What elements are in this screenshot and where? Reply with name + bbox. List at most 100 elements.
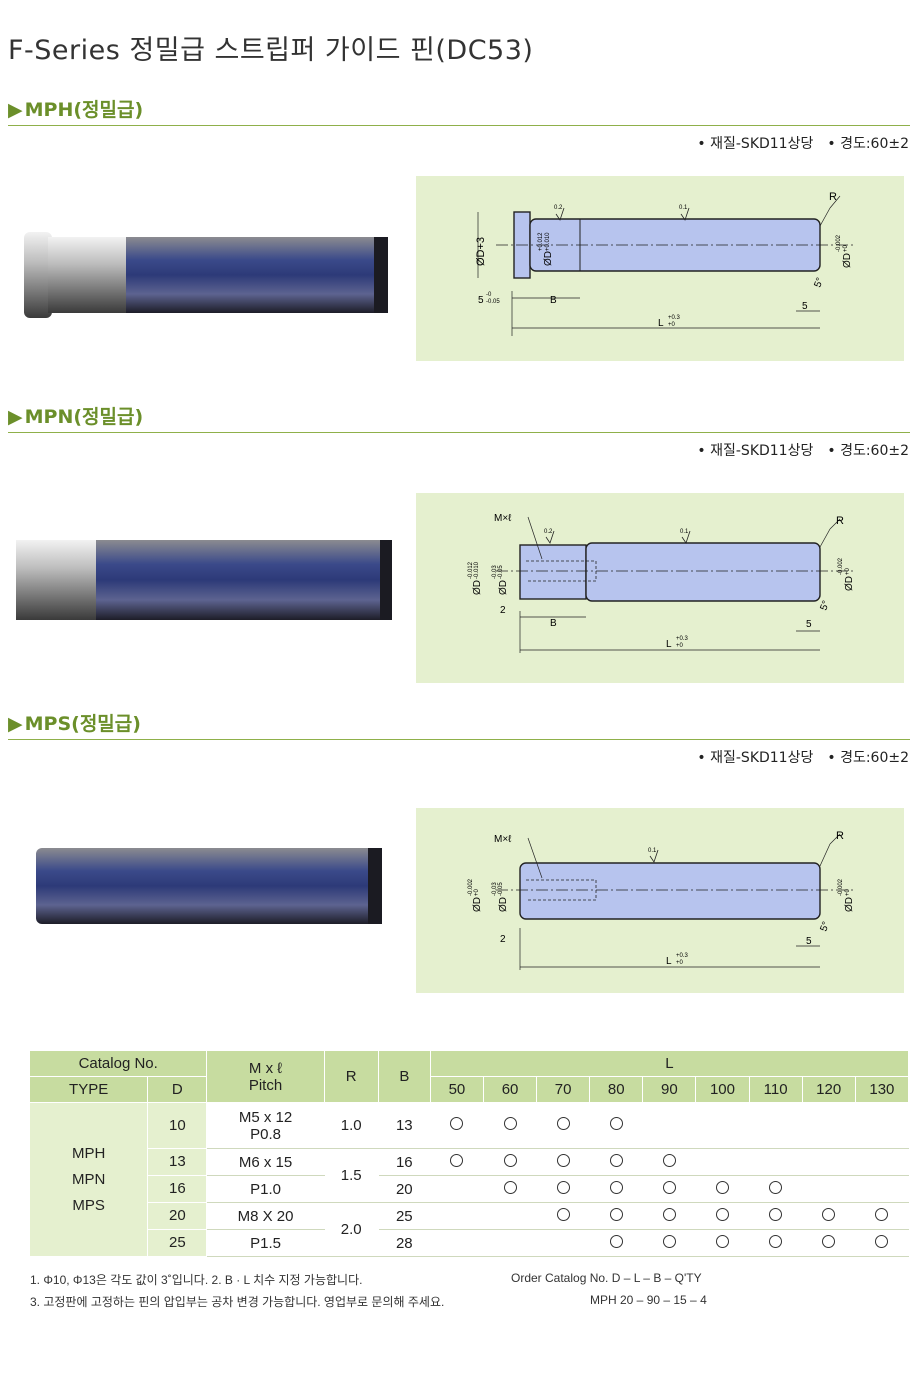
header-l-value: 90 [642, 1076, 697, 1103]
r-cell: 1.0 [323, 1102, 379, 1149]
r-cell: 2.0 [323, 1202, 379, 1257]
availability-cell [801, 1202, 856, 1230]
dim-label: -0.002 [468, 878, 474, 896]
note-line-2: 3. 고정판에 고정하는 핀의 압입부는 공차 변경 가능합니다. 영업부로 문… [30, 1295, 445, 1309]
available-mark-icon [556, 1180, 570, 1194]
dim-label: L [658, 318, 664, 329]
b-cell: 25 [377, 1202, 431, 1230]
dim-label: 0.1 [679, 205, 688, 211]
d-cell: 25 [147, 1229, 208, 1257]
availability-cell [695, 1229, 750, 1257]
dim-label: +0.012 [538, 232, 544, 251]
dim-label: +0 [668, 322, 676, 328]
dim-label: ØD [472, 580, 483, 595]
section-title-mph: ▶MPH(정밀급) [8, 99, 144, 121]
available-mark-icon [503, 1117, 517, 1130]
availability-cell [482, 1148, 538, 1176]
availability-cell [854, 1202, 910, 1230]
section-title-mps: ▶MPS(정밀급) [8, 713, 141, 735]
dim-label: 5 [806, 619, 812, 630]
availability-cell [642, 1202, 697, 1230]
header-l-value: 130 [854, 1076, 910, 1103]
dim-label: +0.3 [668, 315, 681, 321]
available-mark-icon [822, 1207, 836, 1221]
available-mark-icon [662, 1234, 676, 1248]
availability-cell [748, 1148, 803, 1176]
triangle-icon: ▶ [8, 406, 23, 428]
availability-cell [642, 1102, 697, 1149]
dim-label: ØD+3 [475, 237, 487, 266]
mxl-cell: P1.0 [206, 1175, 325, 1203]
dim-label: +0.3 [676, 636, 689, 642]
available-mark-icon [556, 1153, 570, 1167]
availability-cell [536, 1229, 591, 1257]
d-cell: 10 [147, 1102, 208, 1149]
type-name: MPH [71, 1144, 106, 1162]
availability-cell [695, 1148, 750, 1176]
dim-label: +0 [676, 643, 684, 649]
mpn-technical-drawing: M×ℓ ØD -0.012 -0.010 ØD -0.03 -0.05 R ØD… [416, 493, 904, 683]
availability-cell [642, 1229, 697, 1257]
availability-cell [429, 1175, 484, 1203]
availability-cell [801, 1175, 856, 1203]
dim-label: ØD [844, 897, 855, 912]
mxl-cell: P1.5 [206, 1229, 325, 1257]
mxl-cell: M6 x 15 [206, 1148, 325, 1176]
available-mark-icon [609, 1180, 623, 1194]
table-row: 25 P1.5 28 [30, 1229, 910, 1257]
available-mark-icon [715, 1207, 729, 1221]
availability-cell [589, 1229, 644, 1257]
table-row: 16 P1.0 20 [30, 1175, 910, 1203]
mxl-cell: M8 X 20 [206, 1202, 325, 1230]
header-catalog: Catalog No. [28, 1050, 208, 1077]
available-mark-icon [609, 1234, 623, 1248]
spec-line-mps: • 재질-SKD11상당• 경도:60±2 [697, 750, 909, 766]
dim-label: -0.002 [838, 557, 844, 575]
type-name: MPN [71, 1170, 106, 1188]
available-mark-icon [556, 1117, 570, 1130]
header-l-value: 50 [429, 1076, 484, 1103]
dim-label: -0.05 [486, 299, 500, 305]
available-mark-icon [769, 1180, 783, 1194]
available-mark-icon [875, 1234, 889, 1248]
availability-cell [589, 1102, 644, 1149]
dim-label: -0.012 [468, 561, 474, 579]
available-mark-icon [609, 1207, 623, 1221]
dim-label: L [666, 639, 672, 650]
mpn-pin-photo [16, 540, 392, 620]
availability-cell [642, 1175, 697, 1203]
availability-cell [854, 1148, 910, 1176]
page-title: F-Series 정밀급 스트립퍼 가이드 핀(DC53) [8, 35, 534, 66]
dim-label: ØD [498, 897, 509, 912]
dim-label: +0 [474, 888, 480, 896]
mps-pin-photo [36, 848, 382, 924]
dim-label: -0 [486, 292, 492, 298]
d-cell: 16 [147, 1175, 208, 1203]
dim-label: 0.2 [554, 205, 563, 211]
dim-label: -0.010 [474, 561, 480, 579]
availability-cell [589, 1175, 644, 1203]
available-mark-icon [715, 1180, 729, 1194]
availability-cell [748, 1175, 803, 1203]
note-line-1: 1. Φ10, Φ13은 각도 값이 3˚입니다. 2. B · L 치수 지정… [30, 1273, 363, 1287]
dim-label: 5 [806, 936, 812, 947]
availability-cell [748, 1229, 803, 1257]
availability-cell [854, 1175, 910, 1203]
available-mark-icon [769, 1207, 783, 1221]
available-mark-icon [662, 1207, 676, 1221]
triangle-icon: ▶ [8, 99, 23, 121]
mps-technical-drawing: M×ℓ ØD -0.002 +0 ØD -0.03 -0.05 R ØD -0.… [416, 808, 904, 993]
availability-cell [482, 1202, 538, 1230]
availability-cell [429, 1229, 484, 1257]
header-l-value: 110 [748, 1076, 803, 1103]
available-mark-icon [503, 1153, 517, 1167]
available-mark-icon [609, 1117, 623, 1130]
available-mark-icon [769, 1234, 783, 1248]
header-b: B [377, 1050, 431, 1103]
header-l-value: 100 [695, 1076, 750, 1103]
dim-label: 0.2 [544, 529, 553, 535]
dim-label: -0.002 [836, 234, 842, 252]
dim-label: R [836, 515, 844, 527]
dim-label: -0.05 [498, 565, 504, 579]
